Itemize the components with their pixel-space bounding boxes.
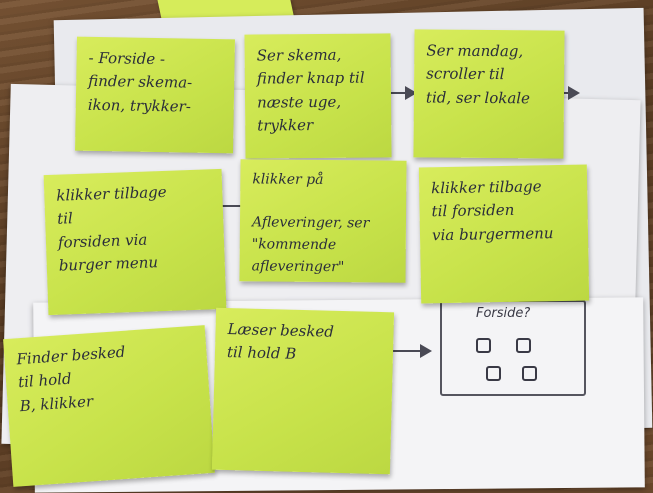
note-text: Læser besked til hold B (226, 320, 335, 364)
note-text: klikker tilbage til forsiden via burgerm… (431, 177, 554, 244)
flow-arrowhead-3 (420, 344, 432, 358)
flow-arrowhead-2 (568, 86, 580, 100)
phone-sketch-drawing: Forside? (440, 300, 586, 396)
note-text: klikker tilbage til forsiden via burger … (56, 182, 167, 275)
flow-arrow-line-4 (205, 205, 247, 207)
sketch-app-icon (476, 338, 491, 353)
sketch-label: Forside? (476, 306, 531, 321)
note-text: Ser skema, finder knap til næste uge, tr… (256, 45, 365, 135)
sticky-note-7: Finder besked til hold B, klikker (3, 325, 215, 487)
sticky-note-4: klikker tilbage til forsiden via burger … (43, 168, 227, 316)
sticky-note-5: klikker på Afleveringer, ser "kommende a… (239, 159, 407, 283)
note-text: Ser mandag, scroller til tid, ser lokale (425, 41, 531, 107)
note-text: klikker på Afleveringer, ser "kommende a… (251, 171, 370, 275)
sticky-note-1: - Forside - finder skema- ikon, trykker- (75, 36, 235, 154)
sketch-app-icon (486, 366, 501, 381)
note-text: Finder besked til hold B, klikker (15, 342, 126, 415)
flow-arrow-line-3 (392, 350, 426, 352)
sketch-app-icon (516, 338, 531, 353)
sticky-note-2: Ser skema, finder knap til næste uge, tr… (244, 33, 392, 159)
note-text: - Forside - finder skema- ikon, trykker- (87, 48, 193, 116)
sticky-note-3: Ser mandag, scroller til tid, ser lokale (413, 29, 565, 159)
flow-arrow-line-1 (378, 92, 416, 94)
sketch-app-icon (522, 366, 537, 381)
sticky-note-6: klikker tilbage til forsiden via burgerm… (418, 164, 590, 304)
sticky-note-8: Læser besked til hold B (211, 307, 395, 475)
